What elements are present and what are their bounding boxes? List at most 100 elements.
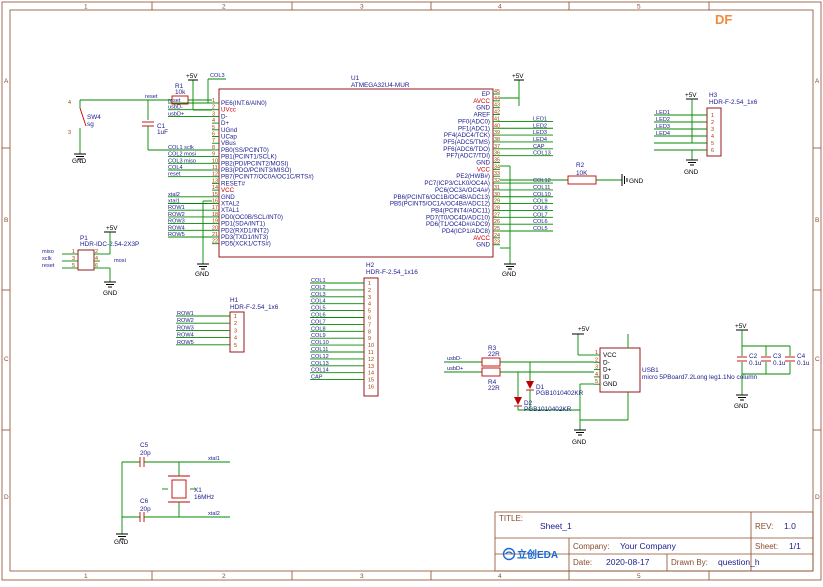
usb-pin-name: VCC <box>603 352 617 359</box>
net-label: COL5 <box>311 306 326 312</box>
sw4-ref: SW4 <box>87 114 101 121</box>
r3-ref: R3 <box>488 345 497 352</box>
vcc-label: +5V <box>735 323 747 330</box>
pin-number: 33 <box>494 171 500 177</box>
net-label: LED3 <box>533 130 547 136</box>
pin-name: PD2(RXD1/INT2) <box>221 227 269 234</box>
net-label: xtal1 <box>168 199 180 205</box>
pin-number: 4 <box>95 256 98 262</box>
net-label: COL13 <box>533 151 551 157</box>
pin-number: 16 <box>212 199 218 205</box>
c5-value: 20p <box>140 450 151 457</box>
pin-number: 5 <box>234 343 237 349</box>
pin-name: PD3(TXD1/INT3) <box>221 234 268 241</box>
pin-number: 34 <box>494 164 500 170</box>
pin-number: 5 <box>711 141 714 147</box>
border-col-label: 1 <box>84 4 88 11</box>
pin-number: 13 <box>368 364 374 370</box>
date-value: 2020-08-17 <box>606 557 650 567</box>
pin-name: PF7(ADC7/TDI) <box>446 153 490 160</box>
gnd-symbol-mcu-left: GND <box>195 200 212 278</box>
pin-number: 4 <box>234 336 237 342</box>
border-col-label: 2 <box>222 573 226 580</box>
pin-number: 5 <box>212 125 215 131</box>
net-label: ROW3 <box>177 325 194 331</box>
pin-number: 15 <box>368 378 374 384</box>
net-label-usbdm: usbD- <box>447 356 462 362</box>
net-label: ROW4 <box>168 225 185 231</box>
pin-name: PB6(PCINT6/OC1B/OC4B/ADC13) <box>393 194 490 201</box>
pin-number: 31 <box>494 185 500 191</box>
pin-number: 6 <box>711 148 714 154</box>
net-label: sclk <box>42 256 52 262</box>
drawn-by-label: Drawn By: <box>671 558 708 567</box>
pin-name: AVCC <box>473 98 490 105</box>
net-label: COL9 <box>311 333 326 339</box>
pin-number: 28 <box>494 205 500 211</box>
net-label: COL6 <box>311 313 326 319</box>
net-label: usbD+ <box>168 111 184 117</box>
p1-ref: P1 <box>80 235 88 242</box>
pin-number: 27 <box>494 212 500 218</box>
net-label: COL5 <box>533 226 548 232</box>
net-label: COL10 <box>311 340 329 346</box>
pin-name: UVcc <box>221 107 236 114</box>
net-label: COL8 <box>311 326 326 332</box>
pin-number: 24 <box>494 233 500 239</box>
pin-name: PD0(OC0B/SCL/INT0) <box>221 214 283 221</box>
decoupling-caps: +5V GND C2 0.1u C3 0.1u C4 0.1u <box>734 323 810 410</box>
c6-value: 20p <box>140 506 151 513</box>
reset-circuit: R1 10k reset C1 1uF SW4 sg 4 3 GND <box>68 83 212 165</box>
pin-name: VBus <box>221 140 236 147</box>
border-col-label: 5 <box>637 4 641 11</box>
h3-part: HDR-F-2.54_1x6 <box>709 99 758 106</box>
net-label: COL1 sclk <box>168 145 194 151</box>
net-label-usbdp: usbD+ <box>447 366 463 372</box>
pin-number: 6 <box>368 316 371 322</box>
net-label: LED1 <box>656 110 670 116</box>
net-label: COL3 <box>311 292 326 298</box>
gnd-label: GND <box>72 158 87 165</box>
c5-ref: C5 <box>140 442 149 449</box>
gnd-label: GND <box>572 439 587 446</box>
vcc-label: +5V <box>186 73 198 80</box>
pin-number: 5 <box>595 379 598 385</box>
pin-name: PF6(ADC6/TDO) <box>443 146 490 153</box>
title-label: TITLE: <box>499 514 523 523</box>
border-col-label: 2 <box>222 4 226 11</box>
pin-number: 25 <box>494 226 500 232</box>
title-value: Sheet_1 <box>540 521 572 531</box>
pin-number: 3 <box>72 256 75 262</box>
pin-name: PF4(ADC4/TCK) <box>444 132 490 139</box>
company-value: Your Company <box>620 541 677 551</box>
net-label: COL2 <box>311 285 326 291</box>
pin-number: 3 <box>68 130 71 136</box>
h1-part: HDR-F-2.54_1x6 <box>230 304 279 311</box>
net-label: usbD- <box>168 105 183 111</box>
resistor-r2: R2 10K GND <box>500 162 644 186</box>
title-block: TITLE: Sheet_1 REV: 1.0 Company: Your Co… <box>494 511 814 572</box>
company-label: Company: <box>573 542 609 551</box>
net-label: mosi <box>114 258 126 264</box>
pin-name: AREF <box>473 112 490 119</box>
pin-name: PF0(ADC0) <box>458 118 490 125</box>
pin-number: 1 <box>595 350 598 356</box>
pin-number: 14 <box>212 185 218 191</box>
pin-number: 45 <box>494 89 500 95</box>
pin-number: 43 <box>494 103 500 109</box>
pin-name: PE2(HWB#) <box>456 173 490 180</box>
d1-part: PGB1010402KR <box>536 390 584 397</box>
pin-number: 41 <box>494 116 500 122</box>
net-label: COL10 <box>533 192 551 198</box>
pin-number: 4 <box>212 118 215 124</box>
sheet-value: 1/1 <box>789 541 801 551</box>
pin-name: UCap <box>221 134 237 141</box>
net-label: COL3 miso <box>168 158 196 164</box>
net-label: ROW2 <box>177 318 194 324</box>
c3-ref: C3 <box>773 353 782 360</box>
